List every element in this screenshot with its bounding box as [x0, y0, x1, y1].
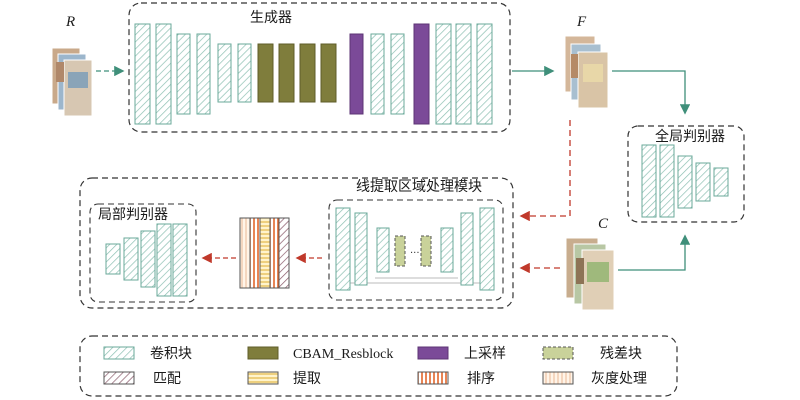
fake-label: F [576, 14, 587, 30]
gen-conv-3 [176, 33, 191, 115]
arrow-fake-to-line-module [519, 120, 571, 222]
stack-match [278, 217, 290, 289]
local-discriminator-blocks [105, 223, 188, 297]
gen-conv-11 [476, 23, 493, 125]
unet-frame [328, 199, 504, 301]
stack-sort [249, 217, 261, 289]
ld-conv-3 [140, 230, 156, 288]
ld-conv-2 [123, 237, 139, 281]
legend-label-gray: 灰度处理 [591, 371, 647, 387]
line-module-frame [79, 177, 514, 309]
legend-label-extract: 提取 [293, 371, 321, 387]
real-image-stack [51, 47, 93, 117]
gen-conv-6 [237, 43, 252, 103]
stack-gray [239, 217, 251, 289]
legend-swatch-conv [103, 346, 135, 360]
condition-label: C [598, 216, 609, 232]
gen-conv-5 [217, 43, 232, 103]
condition-image-stack [565, 237, 615, 311]
legend-swatch-gray [542, 371, 574, 385]
arrow-fake-to-global-disc [612, 70, 691, 115]
gd-conv-1 [641, 144, 657, 218]
gen-cbam-4 [320, 43, 337, 103]
legend-label-residual: 残差块 [600, 346, 642, 362]
legend-swatch-sort [417, 371, 449, 385]
gen-conv-4 [196, 33, 211, 115]
unet-conv-6 [479, 207, 495, 291]
legend-label-upsample: 上采样 [464, 346, 506, 362]
local-discriminator-frame [89, 203, 197, 303]
generator-title: 生成器 [250, 10, 292, 26]
gen-upsample-1 [349, 33, 364, 115]
gen-conv-10 [455, 23, 472, 125]
unet-conv-2 [354, 212, 368, 286]
ld-conv-4 [156, 223, 172, 297]
gen-cbam-2 [278, 43, 295, 103]
gd-conv-4 [695, 162, 711, 202]
gen-cbam-1 [257, 43, 274, 103]
real-label: R [65, 14, 75, 30]
legend-label-sort: 排序 [467, 371, 495, 387]
legend-swatch-cbam [247, 346, 279, 360]
unet-conv-5 [460, 212, 474, 286]
legend-label-conv: 卷积块 [150, 346, 192, 362]
legend-label-cbam: CBAM_Resblock [293, 347, 393, 362]
stack-extract [259, 217, 271, 289]
unet-conv-4 [440, 227, 454, 273]
global-discriminator-frame [627, 125, 745, 223]
gen-conv-8 [390, 33, 405, 115]
legend-swatch-extract [247, 371, 279, 385]
extraction-stack [239, 217, 290, 289]
legend-frame [79, 335, 678, 397]
gen-conv-1 [134, 23, 151, 125]
global-discriminator-title: 全局判别器 [655, 128, 725, 145]
gen-conv-2 [155, 23, 172, 125]
unet-residual-1 [394, 235, 406, 267]
fake-image-stack [564, 35, 609, 109]
gd-conv-3 [677, 155, 693, 209]
unet-residual-2 [420, 235, 432, 267]
legend: 卷积块 CBAM_Resblock 上采样 残差块 匹配 提取 排序 灰度处理 [103, 346, 647, 387]
gen-upsample-2 [413, 23, 430, 125]
unet-blocks: ··· [335, 207, 495, 291]
ellipsis-icon: ··· [410, 248, 420, 259]
legend-label-match: 匹配 [153, 371, 181, 387]
gd-conv-2 [659, 144, 675, 218]
gen-conv-7 [370, 33, 385, 115]
legend-swatch-residual [542, 346, 574, 360]
gd-conv-5 [713, 167, 729, 197]
ld-conv-5 [172, 223, 188, 297]
ld-conv-1 [105, 243, 121, 275]
legend-swatch-match [103, 371, 135, 385]
gen-cbam-3 [299, 43, 316, 103]
global-discriminator-blocks [641, 144, 729, 218]
gen-conv-9 [435, 23, 452, 125]
generator-blocks [134, 23, 493, 125]
unet-conv-1 [335, 207, 351, 291]
arrow-cond-to-global-disc [618, 234, 691, 271]
legend-swatch-upsample [417, 346, 449, 360]
local-discriminator-title: 局部判别器 [98, 207, 168, 223]
unet-conv-3 [376, 227, 390, 273]
line-module-title: 线提取区域处理模块 [356, 179, 482, 195]
